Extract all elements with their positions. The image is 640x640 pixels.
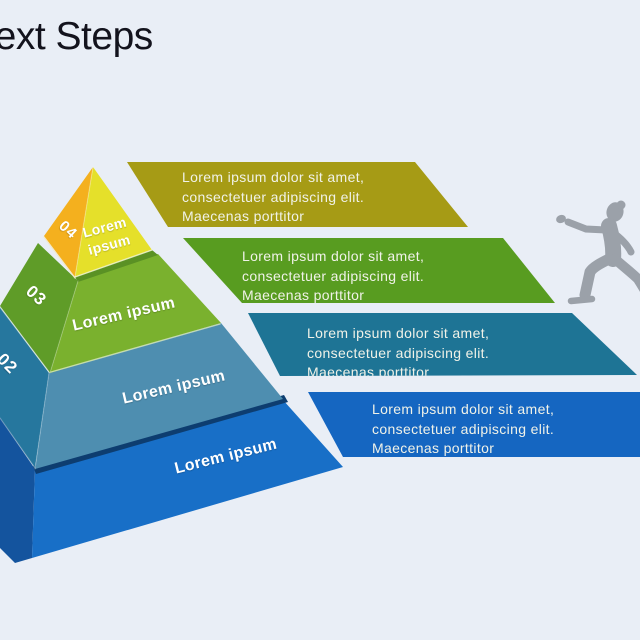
pyramid-edge-highlights	[0, 166, 221, 470]
page-title: Next Steps	[0, 15, 153, 58]
callout-step-1: Lorem ipsum dolor sit amet, consectetuer…	[308, 392, 640, 457]
person-back-leg	[610, 254, 640, 292]
callout-text-line: consectetuer adipiscing elit.	[307, 344, 490, 361]
pyramid-level-1-side-face	[0, 418, 35, 563]
callout-text: Lorem ipsum dolor sit amet, consectetuer…	[372, 400, 555, 457]
pyramid-level-3-front-face	[50, 254, 221, 373]
person-front-arm	[564, 218, 610, 234]
callout-text: Lorem ipsum dolor sit amet, consectetuer…	[307, 324, 490, 380]
callout-text-line: consectetuer adipiscing elit.	[372, 420, 555, 437]
person-hand	[556, 214, 566, 224]
callout-text-line: Maecenas porttitor	[307, 364, 430, 380]
callout-text: Lorem ipsum dolor sit amet, consectetuer…	[242, 247, 425, 303]
callout-text-line: Maecenas porttitor	[182, 208, 305, 224]
callout-text-line: Lorem ipsum dolor sit amet,	[242, 248, 425, 264]
person-front-foot	[567, 295, 596, 305]
callout-step-4: Lorem ipsum dolor sit amet, consectetuer…	[127, 162, 468, 227]
callout-text-line: consectetuer adipiscing elit.	[242, 267, 425, 284]
pyramid-level-top-sliver	[75, 250, 158, 282]
pyramid-level-3-side-face	[0, 243, 78, 373]
person-hair	[616, 200, 626, 210]
pyramid-level-1-front-face	[32, 400, 343, 558]
person-back-arm	[607, 227, 635, 256]
callout-text-line: Lorem ipsum dolor sit amet,	[372, 401, 555, 417]
callout-text-line: Maecenas porttitor	[242, 287, 365, 303]
pyramid-level-2-side-face	[0, 307, 49, 468]
pyramid-level-4-front-face	[75, 167, 152, 277]
person-front-leg	[579, 252, 617, 301]
callout-text-line: Lorem ipsum dolor sit amet,	[182, 169, 365, 185]
callout-text-line: consectetuer adipiscing elit.	[182, 188, 365, 205]
callout-step-3: Lorem ipsum dolor sit amet, consectetuer…	[183, 238, 555, 303]
pyramid-level-4-side-face	[44, 167, 93, 277]
callout-text-line: Maecenas porttitor	[372, 440, 495, 456]
callout-step-2: Lorem ipsum dolor sit amet, consectetuer…	[248, 313, 637, 376]
callout-text: Lorem ipsum dolor sit amet, consectetuer…	[182, 168, 364, 227]
callout-text-line: Lorem ipsum dolor sit amet,	[307, 325, 490, 341]
